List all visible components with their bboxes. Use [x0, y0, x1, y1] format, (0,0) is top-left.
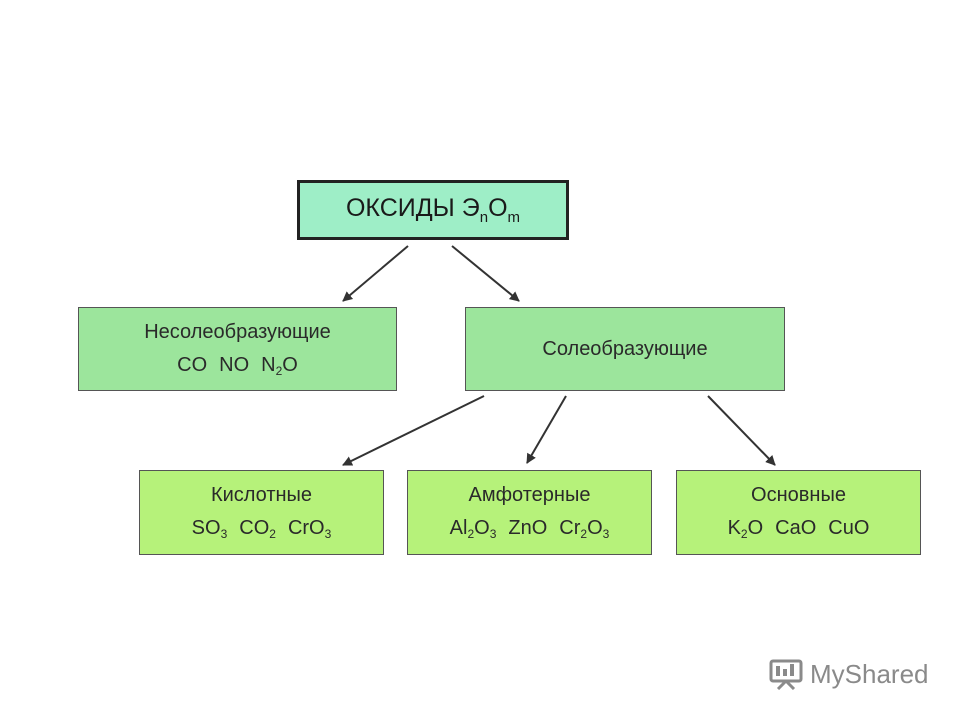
amphoteric-title: Амфотерные: [468, 484, 591, 506]
formula: CuO: [828, 517, 870, 539]
formula: NO: [219, 353, 250, 376]
formula: CO: [177, 353, 208, 376]
root-title: ОКСИДЫ ЭnOm: [345, 194, 521, 226]
formula: ZnO: [508, 517, 548, 539]
formula: Cr2O3: [559, 517, 610, 541]
watermark-text: MyShared: [810, 658, 929, 689]
acidic-formulas: SO3 CO2 CrO3: [186, 516, 338, 542]
oxides-root-box: ОКСИДЫ ЭnOm: [297, 180, 569, 240]
formula: CaO: [775, 517, 817, 539]
non-salt-forming-formulas: CO NO N2O: [171, 353, 304, 379]
arrow-salt-to-basic: [707, 395, 776, 466]
salt-forming-title: Солеобразующие: [542, 337, 708, 360]
acidic-box: Кислотные SO3 CO2 CrO3: [139, 470, 384, 555]
salt-forming-box: Солеобразующие: [465, 307, 785, 391]
presentation-board-icon: [769, 659, 803, 690]
acidic-title: Кислотные: [210, 484, 313, 506]
basic-box: Основные K2O CaO CuO: [676, 470, 921, 555]
basic-formulas: K2O CaO CuO: [722, 516, 876, 542]
arrow-root-to-salt: [451, 245, 520, 302]
myshared-watermark: MyShared: [768, 656, 929, 692]
non-salt-forming-title: Несолеобразующие: [144, 320, 331, 343]
arrow-salt-to-acidic: [342, 395, 485, 466]
arrow-salt-to-amphoteric: [526, 395, 567, 464]
arrow-root-to-non-salt: [342, 245, 409, 302]
non-salt-forming-box: Несолеобразующие CO NO N2O: [78, 307, 397, 391]
formula: CrO3: [287, 517, 332, 541]
amphoteric-formulas: Al2O3 ZnO Cr2O3: [444, 516, 616, 542]
formula: N2O: [261, 353, 298, 378]
formula: CO2: [239, 517, 276, 541]
formula: SO3: [191, 517, 228, 541]
basic-title: Основные: [751, 484, 846, 506]
formula: K2O: [727, 517, 764, 541]
formula: Al2O3: [449, 517, 497, 541]
amphoteric-box: Амфотерные Al2O3 ZnO Cr2O3: [407, 470, 652, 555]
